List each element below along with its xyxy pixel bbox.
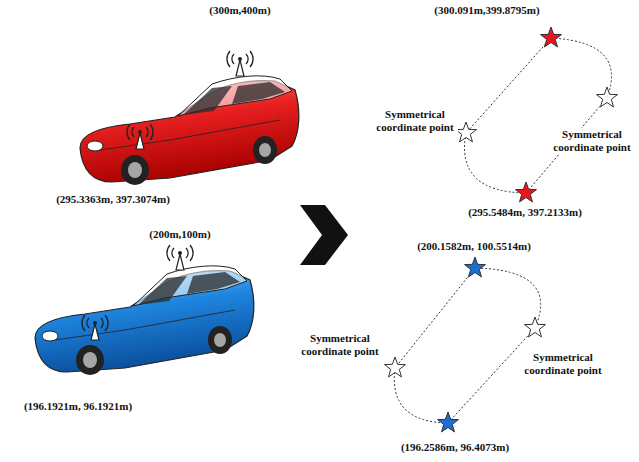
white-star xyxy=(525,317,546,337)
point-label: Symmetrical coordinate point xyxy=(297,332,383,358)
coordinate-label: (196.2586m, 96.4073m) xyxy=(400,441,510,454)
coordinate-label: (295.3363m, 397.3074m) xyxy=(55,193,171,206)
antenna-icon xyxy=(227,51,253,76)
red-star xyxy=(541,27,562,47)
blue-star xyxy=(465,257,486,277)
red-car xyxy=(80,76,299,185)
point-label: Symmetrical coordinate point xyxy=(549,128,635,154)
blue-car xyxy=(35,266,254,375)
white-star xyxy=(597,87,618,107)
coordinate-label: (300.091m,399.8795m) xyxy=(433,4,540,17)
coordinate-label: (200m,100m) xyxy=(148,228,211,241)
antenna-icon xyxy=(167,245,193,270)
antenna-icon xyxy=(82,315,108,340)
coordinate-label: (295.5484m, 397.2133m) xyxy=(467,206,583,219)
coordinate-label: (300m,400m) xyxy=(208,4,271,17)
white-star xyxy=(456,122,477,142)
point-label: Symmetrical coordinate point xyxy=(520,351,606,377)
chevron-arrow xyxy=(300,205,348,265)
coordinate-label: (196.1921m, 96.1921m) xyxy=(23,400,133,413)
antenna-icon xyxy=(127,124,153,149)
coordinate-label: (200.1582m, 100.5514m) xyxy=(416,240,532,253)
point-label: Symmetrical coordinate point xyxy=(372,108,458,134)
blue-star xyxy=(438,412,459,432)
red-star xyxy=(516,182,537,202)
white-star xyxy=(385,357,406,377)
dotted-path xyxy=(394,38,611,423)
